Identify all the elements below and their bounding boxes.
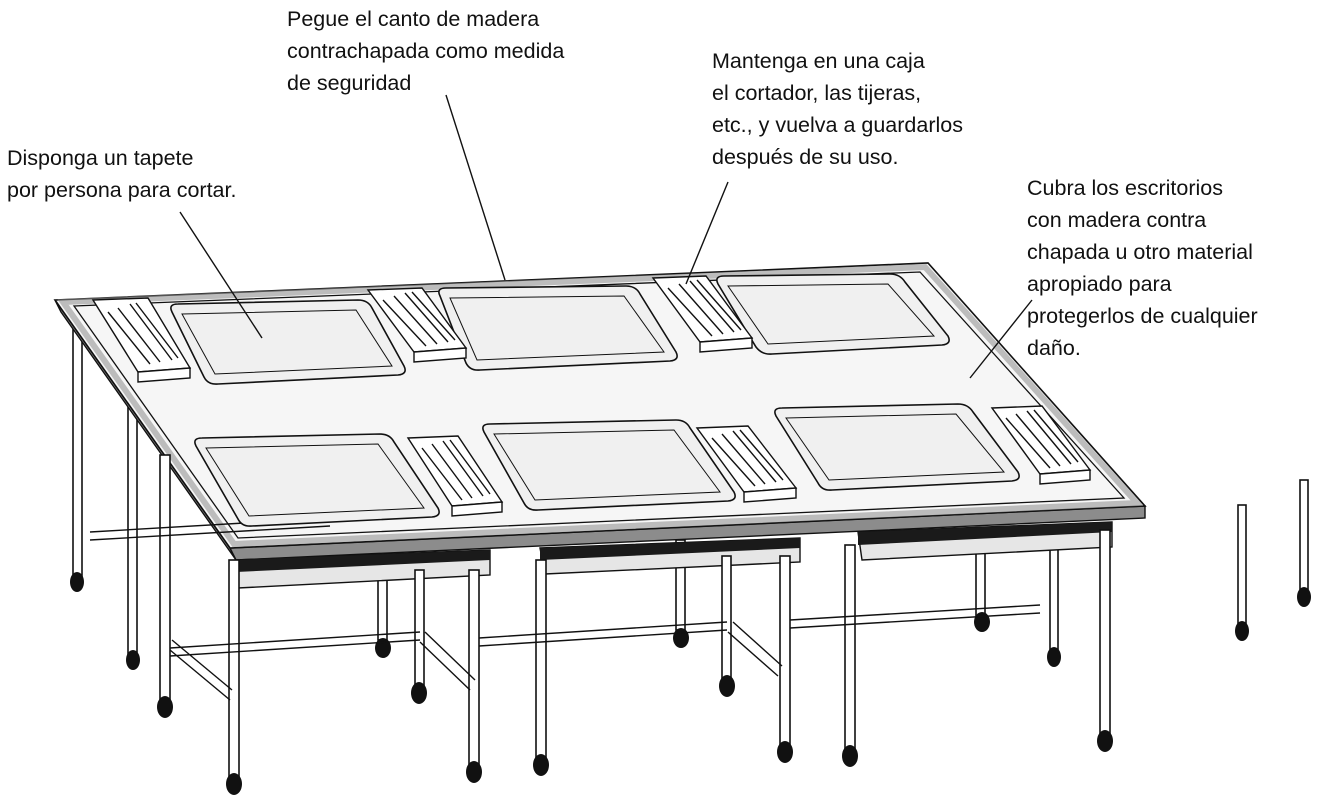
leader-lines <box>179 94 1033 379</box>
annotation-plywood-edge: Pegue el canto de madera contrachapada c… <box>287 7 564 95</box>
tool-box <box>651 275 754 353</box>
annotation-cover-desks: Cubra los escritorios con madera contra … <box>1027 176 1258 360</box>
leader-mat <box>179 211 263 339</box>
annotation-line: daño. <box>1027 336 1081 360</box>
tool-box <box>91 297 192 383</box>
leader-cover <box>969 299 1033 379</box>
cutting-mat <box>170 299 406 385</box>
tool-box <box>990 405 1092 485</box>
annotation-line: chapada u otro material <box>1027 240 1253 264</box>
tool-box <box>366 287 468 363</box>
tool-box <box>695 425 798 503</box>
cutting-mat <box>774 403 1020 491</box>
leader-edge <box>445 94 506 281</box>
annotation-line: protegerlos de cualquier <box>1027 304 1258 328</box>
front-legs <box>157 454 1113 795</box>
tool-box <box>406 435 504 517</box>
cutting-mat <box>482 419 736 511</box>
annotation-line: Mantenga en una caja <box>712 49 925 73</box>
annotation-line: apropiado para <box>1027 272 1172 296</box>
annotation-line: contrachapada como medida <box>287 39 564 63</box>
cutting-mat <box>716 273 950 355</box>
cutting-mat <box>438 285 678 371</box>
annotation-line: Pegue el canto de madera <box>287 7 539 31</box>
annotation-line: con madera contra <box>1027 208 1206 232</box>
annotation-line: Cubra los escritorios <box>1027 176 1223 200</box>
annotation-mat-per-person: Disponga un tapete por persona para cort… <box>7 146 236 202</box>
annotation-line: de seguridad <box>287 71 411 95</box>
leader-toolbox <box>685 181 729 285</box>
drawers <box>235 521 1113 589</box>
annotation-line: por persona para cortar. <box>7 178 236 202</box>
drawer-right <box>857 521 1113 561</box>
annotation-tool-box: Mantenga en una caja el cortador, las ti… <box>712 49 963 169</box>
tool-boxes <box>91 275 1092 517</box>
annotation-line: Disponga un tapete <box>7 146 193 170</box>
stretchers <box>89 517 1041 701</box>
cutting-mats <box>170 273 1020 527</box>
annotation-line: el cortador, las tijeras, <box>712 81 921 105</box>
annotation-line: después de su uso. <box>712 145 898 169</box>
cutting-mat <box>194 433 440 527</box>
annotation-line: etc., y vuelva a guardarlos <box>712 113 963 137</box>
